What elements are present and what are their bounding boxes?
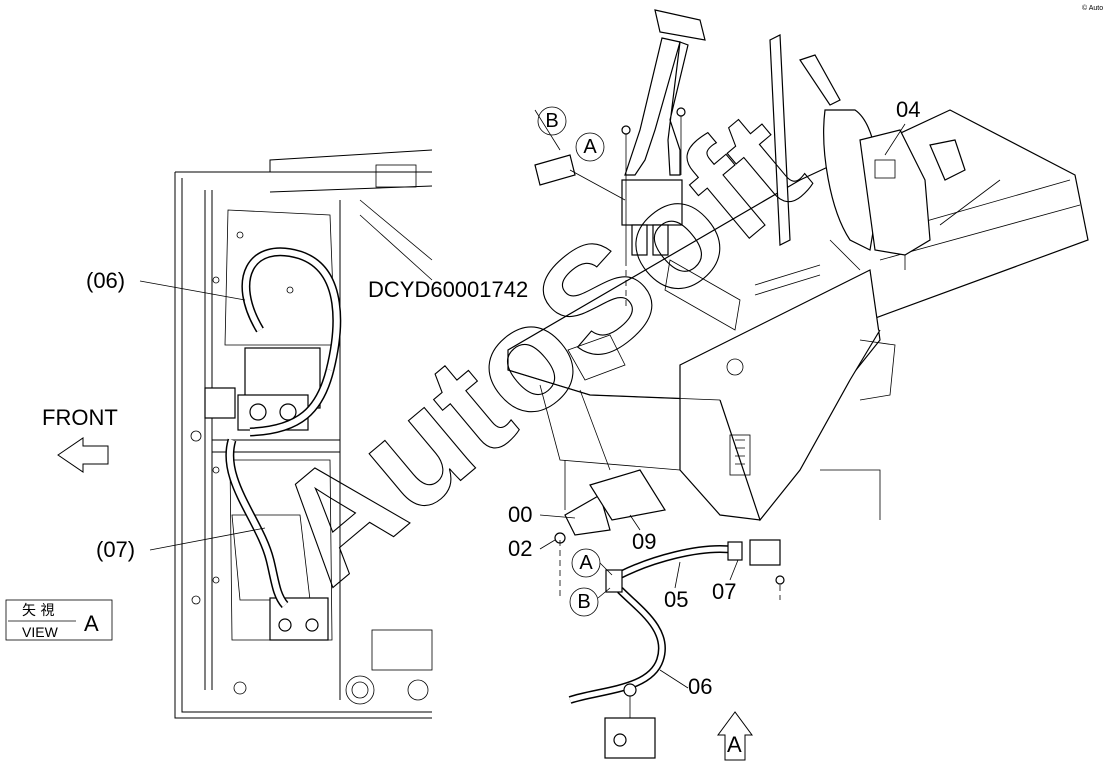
front-arrow-icon (57, 437, 109, 473)
left-hose-06 (241, 247, 342, 437)
svg-text:A: A (579, 552, 593, 574)
svg-text:A: A (727, 732, 742, 757)
view-jp-text: 矢 視 (22, 603, 54, 619)
circled-ref-a-bottom: A (571, 548, 601, 578)
part-label-05: 05 (664, 587, 688, 612)
drawing-id: DCYD60001742 (368, 277, 528, 302)
callout-hose-06: (06) (86, 268, 125, 293)
corner-mark: © Auto (1082, 4, 1103, 12)
lower-hose-assembly (568, 539, 785, 759)
part-label-00: 00 (508, 502, 532, 527)
part-label-02: 02 (508, 536, 532, 561)
svg-text:A: A (583, 136, 597, 158)
part-label-04: 04 (896, 97, 920, 122)
circled-ref-b-top: B (537, 106, 567, 136)
part-label-07: 07 (712, 579, 736, 604)
joystick-console (769, 34, 966, 271)
view-arrow-a: A (717, 711, 753, 761)
part-label-09: 09 (632, 529, 656, 554)
view-letter: A (84, 611, 99, 636)
svg-text:B: B (545, 110, 558, 132)
front-label: FRONT (42, 405, 118, 430)
view-a-box: 矢 視 VIEW A (5, 599, 113, 641)
circled-ref-b-bottom: B (569, 587, 599, 617)
view-en-text: VIEW (22, 624, 59, 640)
svg-text:B: B (577, 591, 590, 613)
plates (554, 460, 666, 544)
dashed-leaders (559, 260, 781, 600)
part-label-06: 06 (688, 674, 712, 699)
left-hose-07 (225, 438, 289, 609)
pedal-assembly (534, 9, 706, 260)
circled-ref-a-top: A (575, 132, 605, 162)
callout-hose-07: (07) (96, 537, 135, 562)
